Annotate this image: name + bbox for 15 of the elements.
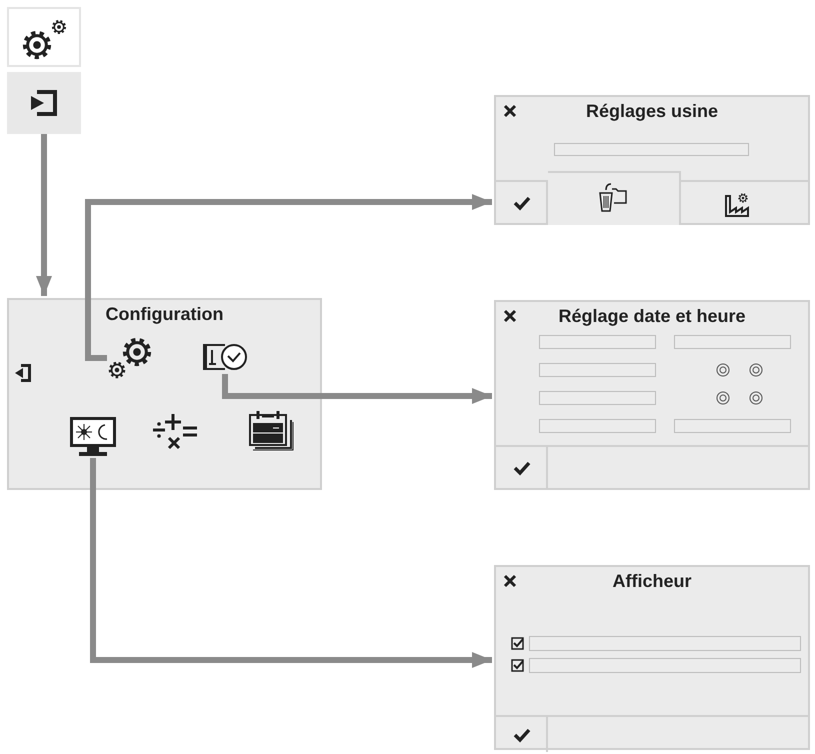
- arrow: [222, 374, 492, 404]
- screen-panel: [494, 95, 810, 225]
- enter-button: [7, 72, 81, 134]
- settings-button: [7, 7, 81, 67]
- monitor-icon: [69, 416, 117, 458]
- arrow: [36, 134, 52, 296]
- arrow: [90, 458, 492, 668]
- screen-panel: [494, 300, 810, 490]
- screen-panel: [7, 298, 322, 490]
- screen-title: Afficheur: [612, 571, 692, 592]
- screen-title: Réglages usine: [586, 101, 718, 122]
- screen-title: Réglage date et heure: [558, 306, 746, 327]
- screen-title: Configuration: [106, 304, 224, 325]
- screen-panel: [494, 565, 810, 750]
- arrow: [85, 194, 492, 361]
